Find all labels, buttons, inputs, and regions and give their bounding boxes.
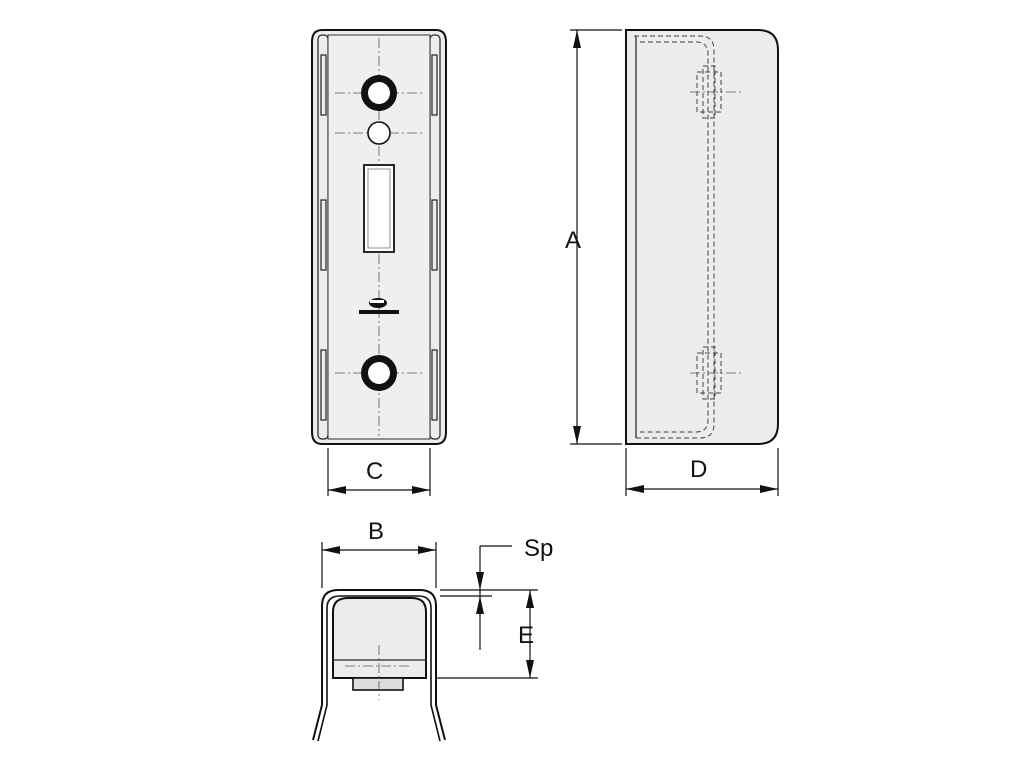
label-a: A [565,227,581,254]
logo-mark [359,298,399,314]
label-e: E [518,622,534,649]
bottom-screw-hole [361,355,397,391]
top-screw-hole [361,75,397,111]
label-sp: Sp [524,535,553,562]
bottom-tab [352,677,404,691]
dimension-b: B [321,518,437,588]
rail-notches [320,54,438,421]
side-view [625,29,779,445]
dimension-e: E [436,590,538,679]
dimension-sp: Sp [440,535,553,650]
label-d: D [690,456,707,483]
small-hole [367,121,391,145]
dimension-a: A [565,29,622,445]
dimension-d: D [625,448,779,496]
label-b: B [368,518,384,545]
front-view [311,29,447,445]
end-view [312,589,446,742]
dimension-c: C [327,448,431,496]
label-c: C [366,458,383,485]
rect-slot [363,164,395,253]
hidden-screw-bottom [690,346,742,400]
hidden-screw-top [690,65,742,119]
